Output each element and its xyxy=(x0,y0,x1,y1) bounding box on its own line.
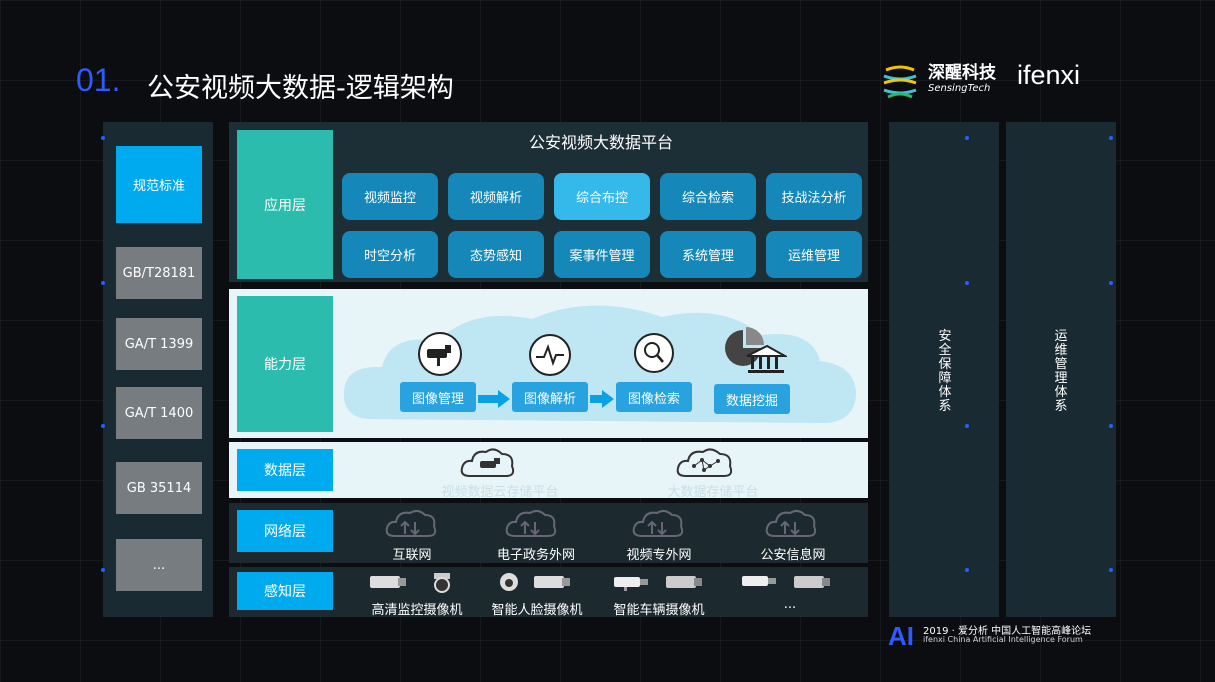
grid-dot xyxy=(1109,136,1113,140)
grid-dot xyxy=(101,281,105,285)
app-module: 视频解析 xyxy=(448,173,544,220)
data-mining-icon xyxy=(725,327,787,373)
app-module: 时空分析 xyxy=(342,231,438,278)
forum-logo-ai: AI xyxy=(888,621,914,651)
waveform-icon xyxy=(529,334,571,376)
network-item: 公安信息网 xyxy=(760,548,826,563)
capability-item: 图像解析 xyxy=(512,382,588,412)
vehicle-camera-icon xyxy=(614,577,648,591)
network-layer-panel xyxy=(229,503,868,563)
cloud-upload-icon xyxy=(505,509,557,537)
ops-system-label: 运维管理体系 xyxy=(1054,329,1068,414)
cloud-upload-icon xyxy=(632,509,684,537)
sensingtech-logo-icon xyxy=(883,65,917,99)
box-camera-icon xyxy=(794,576,830,588)
data-layer-panel xyxy=(229,442,868,498)
standard-item: GB/T28181 xyxy=(116,247,202,299)
perception-item: 智能车辆摄像机 xyxy=(613,603,705,618)
forum-subtitle: ifenxi China Artificial Intelligence For… xyxy=(923,635,1083,644)
grid-dot xyxy=(101,136,105,140)
network-layer-label: 网络层 xyxy=(237,510,333,552)
app-module: 技战法分析 xyxy=(766,173,862,220)
vehicle-camera-icon xyxy=(742,576,776,586)
box-camera-icon xyxy=(666,576,702,588)
box-camera-icon xyxy=(370,576,406,588)
cloud-camera-icon xyxy=(460,448,515,477)
ops-system-panel xyxy=(1006,122,1116,617)
dome-camera-icon xyxy=(500,573,518,591)
forum-title: 2019 · 爱分析 中国人工智能高峰论坛 xyxy=(923,626,1092,637)
data-item: 视频数据云存储平台 xyxy=(441,485,559,500)
security-system-label: 安全保障体系 xyxy=(938,329,952,414)
page-title: 公安视频大数据-逻辑架构 xyxy=(147,73,454,104)
grid-dot xyxy=(1109,281,1113,285)
capability-item: 数据挖掘 xyxy=(714,384,790,414)
sensingtech-logo-en: SensingTech xyxy=(928,83,991,94)
standard-item: GA/T 1399 xyxy=(116,318,202,370)
standards-head: 规范标准 xyxy=(116,146,202,223)
grid-dot xyxy=(1109,424,1113,428)
ifenxi-logo: ifenxi xyxy=(1017,60,1081,90)
arrow-right-icon xyxy=(590,390,614,408)
perception-layer-label: 感知层 xyxy=(237,572,333,610)
sensingtech-logo-cn: 深醒科技 xyxy=(928,63,996,83)
perception-item: 智能人脸摄像机 xyxy=(491,603,583,618)
capability-item: 图像检索 xyxy=(616,382,692,412)
app-module: 综合检索 xyxy=(660,173,756,220)
ptz-camera-icon xyxy=(434,573,450,593)
cloud-network-icon xyxy=(676,448,733,477)
grid-dot xyxy=(101,568,105,572)
network-item: 视频专外网 xyxy=(626,548,692,563)
app-module: 视频监控 xyxy=(342,173,438,220)
arrow-right-icon xyxy=(478,390,510,408)
camera-icon xyxy=(418,332,462,376)
app-module: 态势感知 xyxy=(448,231,544,278)
app-module-highlighted: 综合布控 xyxy=(554,173,650,220)
standard-item: GA/T 1400 xyxy=(116,387,202,439)
perception-item: ... xyxy=(783,597,797,612)
section-number: 01. xyxy=(76,62,121,98)
application-layer-label: 应用层 xyxy=(237,130,333,279)
grid-dot xyxy=(1109,568,1113,572)
grid-dot xyxy=(965,136,969,140)
box-camera-icon xyxy=(534,576,570,588)
application-layer-panel xyxy=(229,122,868,282)
data-item: 大数据存储平台 xyxy=(667,485,759,500)
perception-item: 高清监控摄像机 xyxy=(371,603,463,618)
network-item: 互联网 xyxy=(392,548,432,563)
standard-item: ... xyxy=(116,539,202,591)
data-layer-label: 数据层 xyxy=(237,449,333,491)
app-module: 运维管理 xyxy=(766,231,862,278)
app-module: 案事件管理 xyxy=(554,231,650,278)
grid-dot xyxy=(101,424,105,428)
perception-layer-panel xyxy=(229,567,868,617)
capability-item: 图像管理 xyxy=(400,382,476,412)
search-icon xyxy=(634,333,674,373)
grid-dot xyxy=(965,281,969,285)
cloud-upload-icon xyxy=(765,509,817,537)
capability-layer-label: 能力层 xyxy=(237,296,333,432)
standard-item: GB 35114 xyxy=(116,462,202,514)
grid-dot xyxy=(965,568,969,572)
cloud-upload-icon xyxy=(385,509,437,537)
network-item: 电子政务外网 xyxy=(496,548,575,563)
security-system-panel xyxy=(889,122,999,617)
platform-title: 公安视频大数据平台 xyxy=(528,133,673,152)
grid-dot xyxy=(965,424,969,428)
app-module: 系统管理 xyxy=(660,231,756,278)
